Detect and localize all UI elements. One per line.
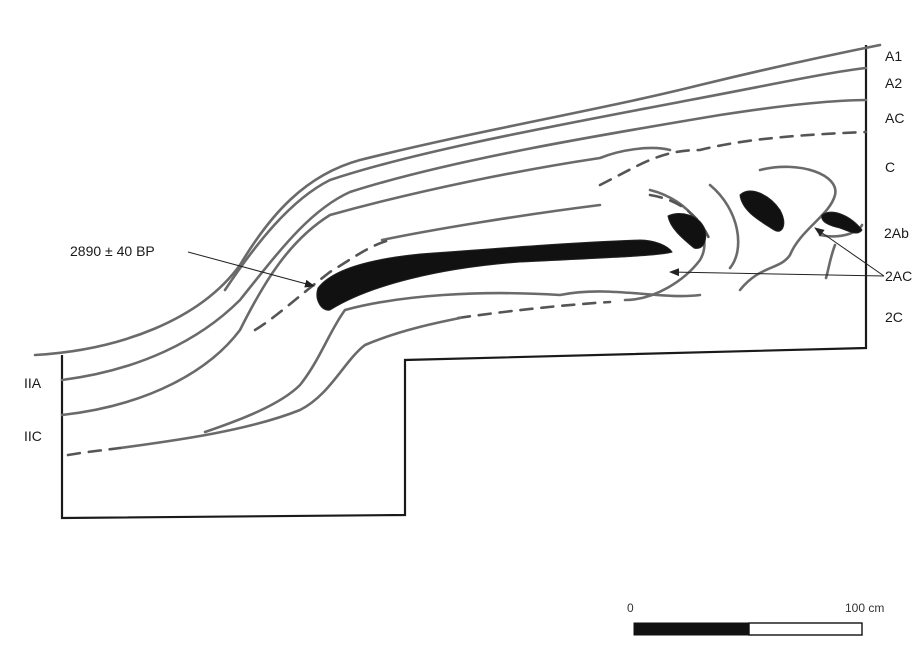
scale-bar-black (634, 623, 749, 635)
scale-bar-white (749, 623, 862, 635)
dated-charcoal-layer (317, 240, 672, 310)
2ab-curve-4 (740, 167, 835, 290)
excavation-frame (62, 45, 866, 518)
horizon-label-2ab: 2Ab (884, 225, 909, 241)
horizon-label-a1: A1 (885, 48, 902, 64)
2ab-curve-3 (710, 185, 738, 268)
2ab-blob-2 (740, 191, 784, 231)
scale-end-label: 100 cm (845, 600, 884, 616)
date-arrow (188, 252, 314, 286)
scale-start-label: 0 (627, 600, 634, 616)
iic-dashed-line (68, 448, 120, 455)
horizon-label-2ac: 2AC (885, 268, 912, 284)
horizon-label-a2: A2 (885, 75, 902, 91)
horizon-label-ac: AC (885, 110, 904, 126)
2ab-curve-6 (826, 245, 835, 278)
2ac-arrow-left (670, 272, 884, 276)
c-lower-line (382, 205, 600, 240)
2ac-arrow-right (815, 228, 884, 276)
horizon-label-iic: IIC (24, 428, 42, 444)
2ab-blob-1 (668, 214, 706, 249)
2ab-blob-3 (822, 212, 862, 233)
horizon-label-iia: IIA (24, 375, 41, 391)
2c-dashed-line (458, 302, 610, 318)
2c-boundary-line (120, 318, 460, 448)
horizon-label-c: C (885, 159, 895, 175)
date-label: 2890 ± 40 BP (70, 243, 155, 259)
horizon-label-2c: 2C (885, 309, 903, 325)
